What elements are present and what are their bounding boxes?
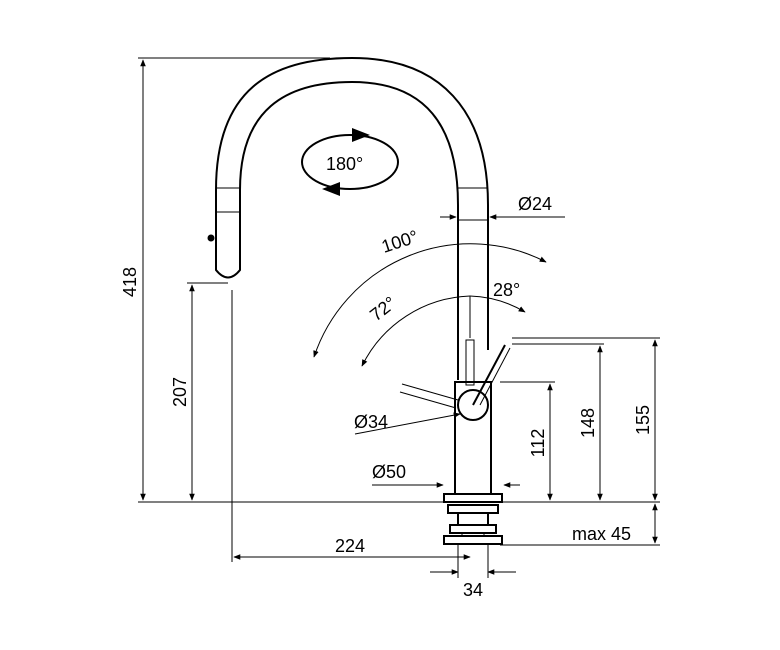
spout-height-label: 207 [170,377,190,407]
base-height-label: 112 [528,429,548,458]
lever-height-label: 155 [633,405,653,435]
lever-diameter-label: Ø34 [354,412,388,432]
dim-base-width: 34 [430,545,516,600]
dim-body-height: 148 [512,343,604,501]
base-width-label: 34 [463,580,483,600]
dim-base-height: 112 [500,381,555,501]
lever-ball [457,389,489,421]
dim-spout-height: 207 [170,282,228,501]
spout-outer [215,56,489,350]
rotation-symbol: 180° [301,128,399,196]
dim-base-diameter: Ø50 [372,462,520,488]
spray-button [207,234,215,242]
angle-lever-back: 28° [469,280,526,313]
lever-partial-label: 72° [366,293,400,326]
mount-ring [447,504,499,514]
lever-upright [465,339,475,386]
base-plate [443,493,503,503]
total-height-label: 418 [120,267,140,297]
dim-max-deck: max 45 [500,503,660,546]
angle-lever-partial: 72° [361,293,471,367]
spray-head [215,212,241,279]
base-diameter-label: Ø50 [372,462,406,482]
reach-label: 224 [335,536,365,556]
dim-reach: 224 [231,290,471,562]
spout-inner [239,80,459,380]
rotation-label: 180° [326,154,363,174]
spout-diameter-label: Ø24 [518,194,552,214]
dim-lever-diameter: Ø34 [354,412,461,435]
lever-total-label: 100° [379,226,421,257]
faucet-outline [138,56,660,545]
dim-spout-diameter: Ø24 [440,194,565,220]
body-height-label: 148 [578,408,598,438]
max-deck-label: max 45 [572,524,631,544]
dim-total-height: 418 [120,57,330,501]
lever-back-label: 28° [493,280,520,300]
